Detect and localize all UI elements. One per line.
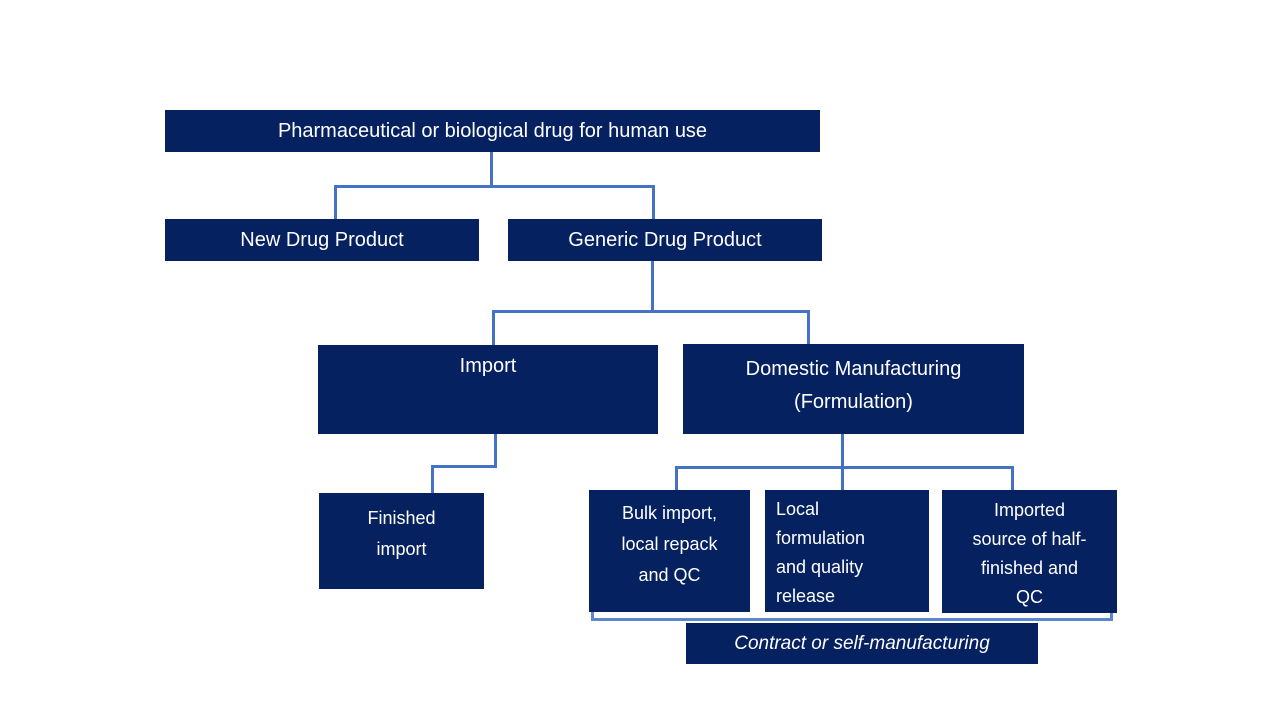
connector-generic-down [651,261,654,313]
node-import: Import [318,345,658,434]
node-generic-drug-product: Generic Drug Product [508,219,822,261]
group-bracket-right [1110,610,1113,621]
node-label: Finished import [367,508,436,559]
node-label: Contract or self-manufacturing [734,632,990,654]
node-domestic-manufacturing: Domestic Manufacturing (Formulation) [683,344,1024,434]
connector-to-new-drug [334,185,337,219]
connector-import-down [494,434,497,468]
node-local-formulation-release: Local formulation and quality release [765,490,929,612]
node-label: Pharmaceutical or biological drug for hu… [277,120,708,142]
connector-root-horizontal [334,185,655,188]
connector-root-down [490,152,493,188]
connector-domestic-down [841,434,844,490]
node-bulk-import-repack-qc: Bulk import, local repack and QC [589,490,750,612]
node-finished-import: Finished import [319,493,484,589]
node-label: Import [459,355,517,377]
node-contract-or-self-manufacturing: Contract or self-manufacturing [686,623,1038,664]
connector-to-imported-source [1011,466,1014,490]
connector-to-import [492,310,495,345]
node-label: Bulk import, local repack and QC [621,503,718,585]
node-label: Generic Drug Product [568,229,762,251]
connector-import-horizontal [431,465,497,468]
node-label: Domestic Manufacturing (Formulation) [745,358,962,413]
group-bracket-left [591,610,594,621]
connector-domestic-horizontal [675,466,1014,469]
connector-to-finished-import [431,465,434,493]
connector-to-domestic [807,310,810,345]
group-bracket-bottom [591,618,1113,621]
node-new-drug-product: New Drug Product [165,219,479,261]
connector-to-generic-drug [652,185,655,219]
node-pharmaceutical-root: Pharmaceutical or biological drug for hu… [165,110,820,152]
node-label: Imported source of half- finished and QC [972,500,1087,607]
node-label: New Drug Product [240,229,404,251]
node-label: Local formulation and quality release [776,499,866,606]
connector-generic-horizontal [492,310,810,313]
node-imported-half-finished-qc: Imported source of half- finished and QC [942,490,1117,613]
connector-to-bulk-import [675,466,678,490]
